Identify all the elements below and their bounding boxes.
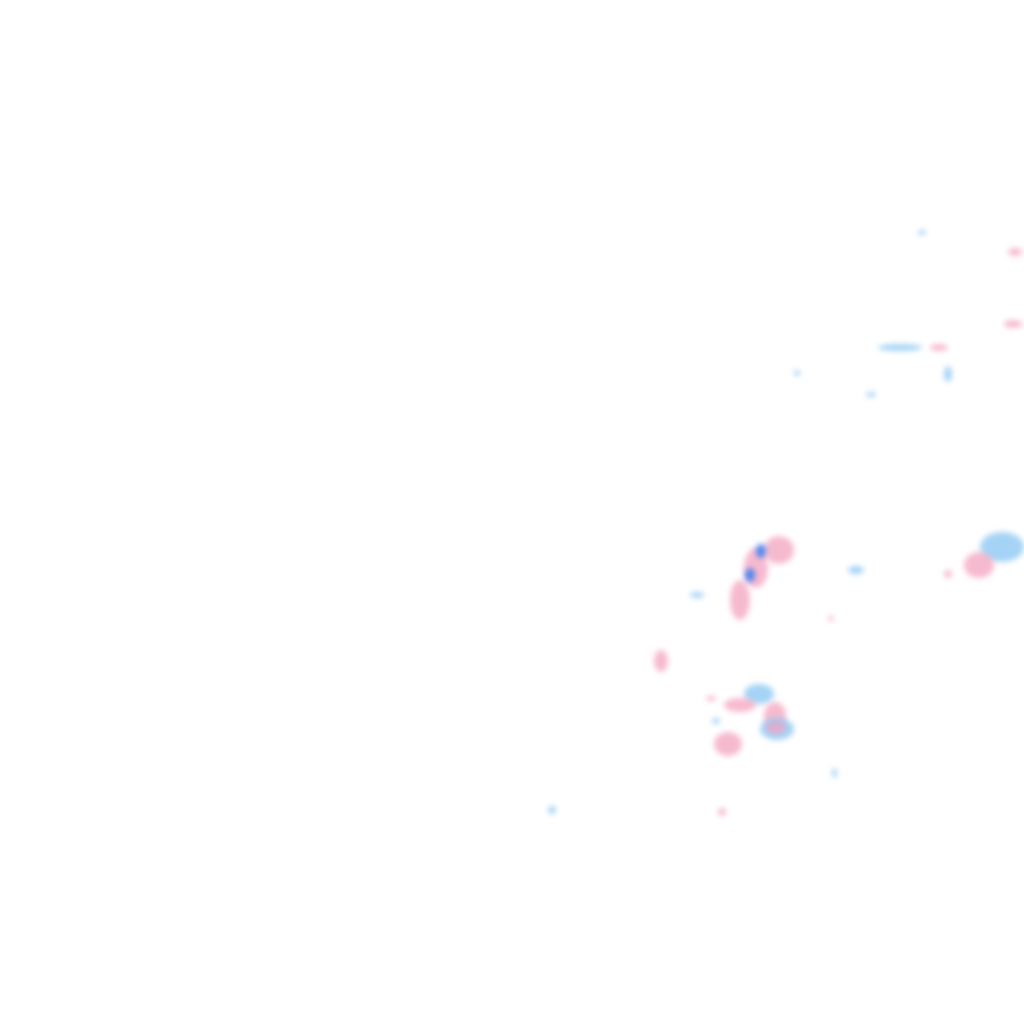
speck <box>918 230 926 235</box>
speck <box>690 592 704 598</box>
speck <box>712 718 720 724</box>
speck <box>866 392 876 397</box>
speck <box>548 806 556 814</box>
blob-diagonal-bottom <box>730 580 750 620</box>
speck <box>718 808 726 816</box>
blob-lower-cluster <box>714 732 742 756</box>
speck <box>930 344 948 351</box>
blob-diagonal-core <box>756 544 766 558</box>
speck <box>944 570 952 578</box>
speck <box>944 366 952 382</box>
speck <box>848 566 864 574</box>
speck <box>1008 248 1022 256</box>
blob-lower-cluster <box>744 684 774 704</box>
blob-small-streak <box>654 650 668 672</box>
speck <box>832 768 837 778</box>
speck <box>828 616 834 621</box>
streak <box>878 344 922 351</box>
speck <box>794 370 800 376</box>
blob-diagonal-core <box>745 568 755 582</box>
blob-diagonal-top <box>764 536 794 564</box>
speck <box>706 696 716 701</box>
blob-lower-cluster <box>766 722 786 734</box>
speck <box>1004 320 1022 328</box>
blob-lower-cluster <box>724 698 756 712</box>
blob-right-edge <box>964 552 994 578</box>
